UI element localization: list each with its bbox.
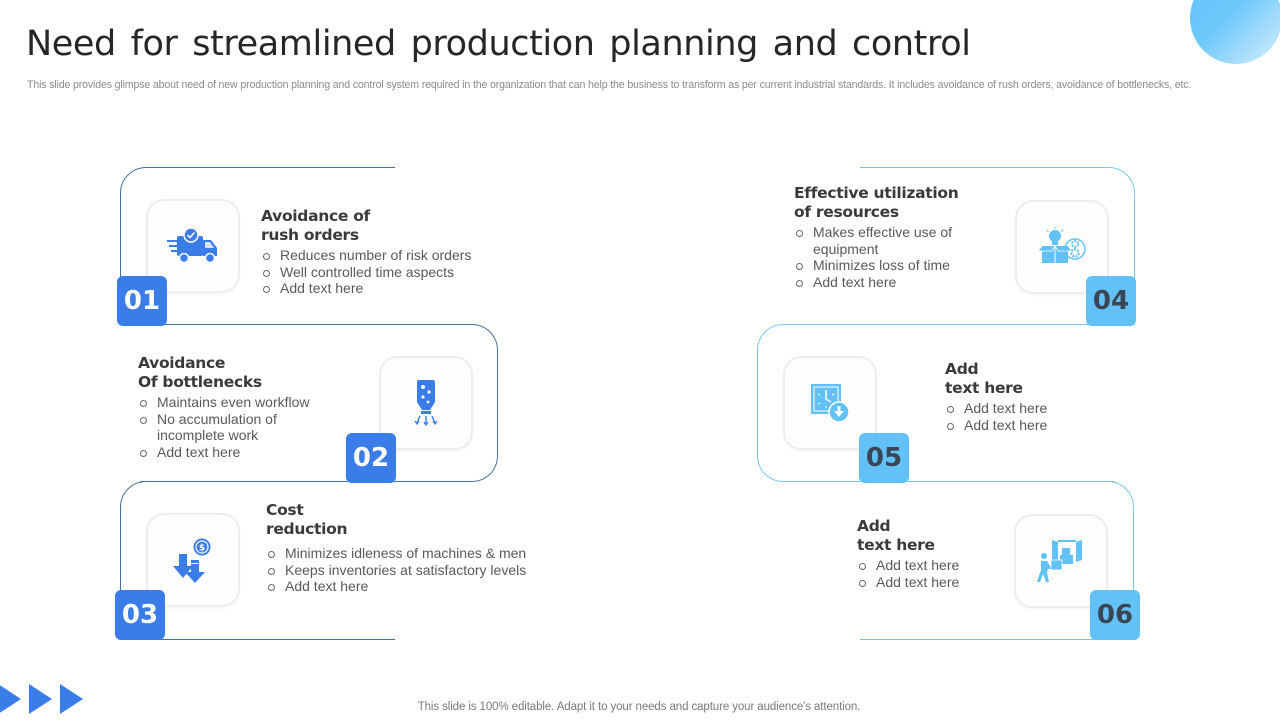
item-03-text: Cost reduction Minimizes idleness of mac… <box>266 501 526 595</box>
item-04-bullets: Makes effective use of equipment Minimiz… <box>794 224 954 291</box>
list-item: Add text here <box>266 578 526 595</box>
list-item: Add text here <box>261 280 471 297</box>
svg-text:$: $ <box>199 544 205 554</box>
item-02-heading: Avoidance Of bottlenecks <box>138 354 262 391</box>
warehouse-worker-icon <box>1037 540 1082 582</box>
chevron-right-icon <box>0 684 21 714</box>
list-item: Add text here <box>945 417 1047 434</box>
item-01-bullets: Reduces number of risk orders Well contr… <box>261 247 471 297</box>
number-badge-04: 04 <box>1086 276 1136 326</box>
item-01-heading: Avoidance of rush orders <box>261 207 370 244</box>
item-06-bullets: Add text here Add text here <box>857 557 959 590</box>
list-item: Add text here <box>945 400 1047 417</box>
item-03-heading: Cost reduction <box>266 501 348 538</box>
cost-down-icon: $ <box>173 538 211 583</box>
number-badge-06: 06 <box>1090 590 1140 640</box>
chevron-right-icon <box>29 684 52 714</box>
item-05-heading: Add text here <box>945 360 1023 397</box>
outline-06 <box>860 481 1134 640</box>
page-title: Need for streamlined production planning… <box>26 24 971 64</box>
number-badge-01: 01 <box>117 276 167 326</box>
footer-note: This slide is 100% editable. Adapt it to… <box>417 701 861 713</box>
icon-card-03: $ <box>148 515 238 605</box>
list-item: Reduces number of risk orders <box>261 247 471 264</box>
chevron-right-icon <box>60 684 83 714</box>
icon-card-06 <box>1016 516 1106 606</box>
list-item: Keeps inventories at satisfactory levels <box>266 562 526 579</box>
list-item: Add text here <box>138 444 318 461</box>
list-item: Maintains even workflow <box>138 394 318 411</box>
item-06-text: Add text here Add text here Add text her… <box>857 517 959 590</box>
item-01-text: Avoidance of rush orders Reduces number … <box>261 207 471 297</box>
item-04-heading: Effective utilization of resources <box>794 184 959 221</box>
item-05-text: Add text here Add text here Add text her… <box>945 360 1047 433</box>
bottleneck-icon <box>414 380 438 427</box>
outline-01 <box>120 167 395 325</box>
decorative-circle <box>1190 0 1280 64</box>
resource-box-icon <box>1037 227 1086 263</box>
list-item: Add text here <box>794 274 954 291</box>
number-badge-02: 02 <box>346 433 396 483</box>
item-04-text: Effective utilization of resources Makes… <box>794 184 974 291</box>
page-subtitle: This slide provides glimpse about need o… <box>27 79 1192 91</box>
delivery-truck-icon <box>167 227 217 264</box>
outline-03 <box>120 481 395 640</box>
list-item: Well controlled time aspects <box>261 264 471 281</box>
icon-card-05 <box>785 358 875 448</box>
number-badge-03: 03 <box>115 590 165 640</box>
list-item: Add text here <box>857 557 959 574</box>
list-item: Minimizes idleness of machines & men <box>266 545 526 562</box>
outline-04 <box>860 167 1135 325</box>
item-02-text: Avoidance Of bottlenecks Maintains even … <box>138 354 338 461</box>
icon-card-02 <box>381 358 471 448</box>
list-item: Minimizes loss of time <box>794 257 954 274</box>
number-badge-05: 05 <box>859 433 909 483</box>
item-05-bullets: Add text here Add text here <box>945 400 1047 433</box>
decorative-arrows <box>0 684 91 714</box>
list-item: Add text here <box>857 574 959 591</box>
item-06-heading: Add text here <box>857 517 935 554</box>
list-item: Makes effective use of equipment <box>794 224 954 257</box>
item-02-bullets: Maintains even workflow No accumulation … <box>138 394 318 461</box>
list-item: No accumulation of incomplete work <box>138 411 318 444</box>
clock-download-icon <box>811 384 850 423</box>
item-03-bullets: Minimizes idleness of machines & men Kee… <box>266 545 526 595</box>
